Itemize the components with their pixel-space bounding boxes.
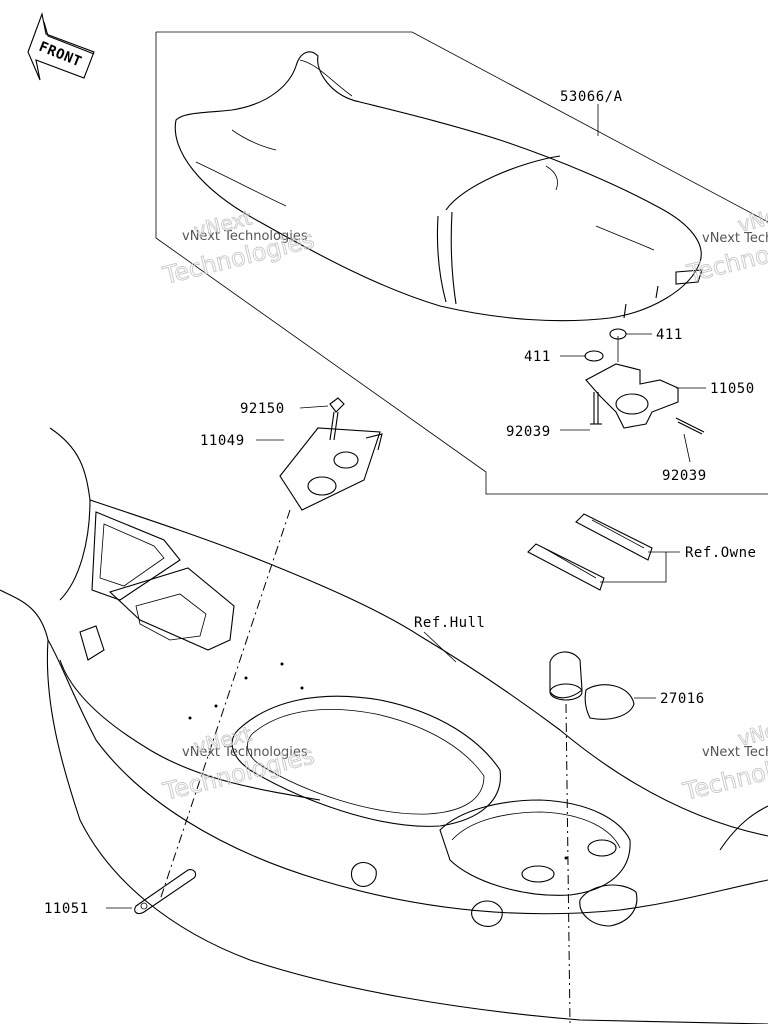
watermark-small-text: vNext Technologies xyxy=(182,745,308,760)
watermark-big-top: vNext xyxy=(735,713,768,750)
watermark-small-text: vNext Technologies xyxy=(182,229,308,244)
label-light: 27016 xyxy=(660,691,705,707)
label-owner: Ref.Owne xyxy=(685,545,756,561)
leader-lines xyxy=(106,104,706,909)
center-line-left xyxy=(159,509,291,901)
hull xyxy=(0,427,768,1024)
watermark-big-top: vNext xyxy=(735,199,768,236)
watermark-bottom-left: vNext Technologies vNext Technologies xyxy=(159,721,317,807)
label-bracket-right: 11050 xyxy=(710,381,755,397)
front-badge-label: FRONT xyxy=(37,39,84,71)
light-assembly xyxy=(549,651,635,720)
right-bracket-assembly xyxy=(584,328,705,435)
label-washer-left: 411 xyxy=(524,349,551,365)
label-bracket-left: 11049 xyxy=(200,433,245,449)
label-bolt: 92150 xyxy=(240,401,285,417)
left-bracket-assembly xyxy=(279,397,383,511)
label-washer-upper: 411 xyxy=(656,327,683,343)
center-line-right xyxy=(565,703,571,1024)
label-pin-right: 92039 xyxy=(662,468,707,484)
label-strap: 11051 xyxy=(44,901,89,917)
watermark-top-left: vNext Technologies vNext Technologies xyxy=(159,205,317,291)
seat xyxy=(174,51,703,322)
straps xyxy=(527,513,653,591)
seat-frame xyxy=(155,31,768,495)
strap-11051 xyxy=(134,869,197,915)
watermark-bottom-right: vNext Technologies vNext Technologies xyxy=(679,713,768,807)
front-arrow-icon: FRONT xyxy=(27,11,95,81)
watermark-top-right: vNext Technologies vNext Technologies xyxy=(683,199,768,289)
label-pin-left: 92039 xyxy=(506,424,551,440)
part-labels: 53066/A 411 411 11050 92150 92039 11049 … xyxy=(44,89,756,917)
watermark-small-text: vNext Technologies xyxy=(702,231,768,246)
label-seat: 53066/A xyxy=(560,89,623,105)
label-hull: Ref.Hull xyxy=(414,615,485,631)
watermark-small-text: vNext Technologies xyxy=(702,745,768,760)
